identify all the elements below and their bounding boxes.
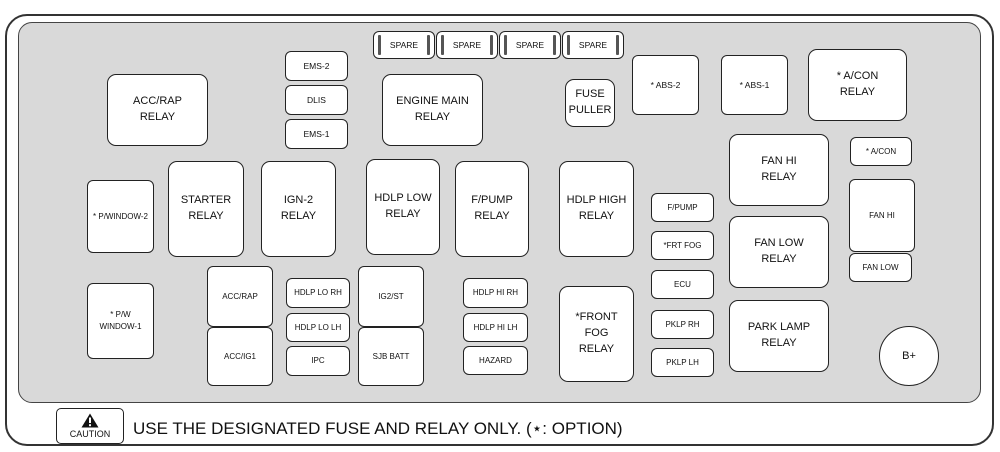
ign-2-relay: IGN-2 RELAY [261, 161, 336, 257]
usage-note: USE THE DESIGNATED FUSE AND RELAY ONLY. … [133, 419, 623, 438]
acc-rap-fuse-label: ACC/RAP [222, 291, 258, 301]
spare-3-label: SPARE [515, 39, 545, 50]
abs-1-label: * ABS-1 [739, 79, 770, 90]
hdlp-hi-lh-label: HDLP HI LH [473, 322, 518, 332]
fan-low-fuse-label: FAN LOW [862, 262, 899, 272]
hdlp-low-relay: HDLP LOW RELAY [366, 159, 440, 255]
dlis-label: DLIS [307, 94, 326, 105]
ig2-st-label: IG2/ST [378, 291, 404, 301]
abs-2: * ABS-2 [632, 55, 699, 115]
ipc-label: IPC [311, 356, 325, 366]
hdlp-lo-lh-label: HDLP LO LH [294, 322, 342, 332]
engine-main-relay-label: ENGINE MAIN RELAY [396, 95, 469, 123]
spare-3: SPARE [499, 31, 561, 59]
f-pump-fuse: F/PUMP [651, 193, 714, 222]
warning-triangle-icon [81, 413, 99, 428]
a-con-relay: * A/CON RELAY [808, 49, 907, 121]
ems-1: EMS-1 [285, 119, 348, 149]
spare-2: SPARE [436, 31, 498, 59]
pklp-rh: PKLP RH [651, 310, 714, 339]
fan-low-fuse: FAN LOW [849, 253, 912, 282]
f-pump-relay-label: F/PUMP RELAY [471, 194, 513, 222]
abs-1: * ABS-1 [721, 55, 788, 115]
spare-1: SPARE [373, 31, 435, 59]
hdlp-lo-rh: HDLP LO RH [286, 278, 350, 308]
sjb-batt-label: SJB BATT [372, 351, 410, 361]
fan-hi-relay-label: FAN HI RELAY [761, 155, 797, 183]
ipc: IPC [286, 346, 350, 376]
hdlp-hi-rh: HDLP HI RH [463, 278, 528, 308]
b-plus-terminal: B+ [879, 326, 939, 386]
fan-hi-fuse: FAN HI [849, 179, 915, 252]
hdlp-lo-lh: HDLP LO LH [286, 313, 350, 342]
acc-rap-relay: ACC/RAP RELAY [107, 74, 208, 146]
front-fog-relay-label: *FRONT FOG RELAY [575, 311, 618, 355]
pklp-lh-label: PKLP LH [666, 357, 699, 367]
acc-ig1-label: ACC/IG1 [223, 351, 256, 361]
dlis: DLIS [285, 85, 348, 115]
sjb-batt: SJB BATT [358, 327, 424, 386]
p-w-window-1: * P/W WINDOW-1 [87, 283, 154, 359]
fuse-puller: FUSE PULLER [565, 79, 615, 127]
ig2-st: IG2/ST [358, 266, 424, 327]
ecu-fuse-label: ECU [674, 279, 691, 289]
hdlp-hi-rh-label: HDLP HI RH [472, 288, 519, 298]
caution-badge: CAUTION [56, 408, 124, 444]
acc-rap-fuse: ACC/RAP [207, 266, 273, 327]
f-pump-relay: F/PUMP RELAY [455, 161, 529, 257]
a-con-fuse-label: * A/CON [865, 146, 897, 156]
hazard-label: HAZARD [479, 355, 512, 365]
f-pump-fuse-label: F/PUMP [667, 202, 698, 212]
pklp-rh-label: PKLP RH [665, 319, 700, 329]
hdlp-hi-lh: HDLP HI LH [463, 313, 528, 342]
hdlp-lo-rh-label: HDLP LO RH [294, 288, 342, 298]
a-con-fuse: * A/CON [850, 137, 912, 166]
ems-1-label: EMS-1 [303, 128, 330, 139]
p-w-window-1-label: * P/W WINDOW-1 [99, 310, 142, 331]
ecu-fuse: ECU [651, 270, 714, 299]
fan-low-relay: FAN LOW RELAY [729, 216, 829, 288]
front-fog-relay: *FRONT FOG RELAY [559, 286, 634, 382]
frt-fog-fuse-label: *FRT FOG [663, 240, 702, 250]
ems-2-label: EMS-2 [303, 60, 330, 71]
park-lamp-relay: PARK LAMP RELAY [729, 300, 829, 372]
caution-label: CAUTION [69, 429, 111, 439]
abs-2-label: * ABS-2 [650, 79, 681, 90]
p-window-2-label: * P/WINDOW-2 [93, 211, 148, 221]
starter-relay: STARTER RELAY [168, 161, 244, 257]
starter-relay-label: STARTER RELAY [180, 194, 232, 222]
spare-2-label: SPARE [452, 39, 482, 50]
hdlp-low-relay-label: HDLP LOW RELAY [374, 192, 432, 220]
engine-main-relay: ENGINE MAIN RELAY [382, 74, 483, 146]
fan-low-relay-label: FAN LOW RELAY [754, 237, 804, 265]
spare-4: SPARE [562, 31, 624, 59]
fan-hi-fuse-label: FAN HI [869, 210, 895, 220]
p-window-2: * P/WINDOW-2 [87, 180, 154, 253]
frt-fog-fuse: *FRT FOG [651, 231, 714, 260]
a-con-relay-label: * A/CON RELAY [836, 70, 879, 98]
hdlp-high-relay-label: HDLP HIGH RELAY [566, 194, 627, 222]
fuse-puller-label: FUSE PULLER [568, 88, 612, 116]
b-plus-label: B+ [902, 350, 916, 362]
park-lamp-relay-label: PARK LAMP RELAY [747, 321, 811, 349]
spare-1-label: SPARE [389, 39, 419, 50]
ems-2: EMS-2 [285, 51, 348, 81]
ign-2-relay-label: IGN-2 RELAY [280, 194, 317, 222]
pklp-lh: PKLP LH [651, 348, 714, 377]
spare-4-label: SPARE [578, 39, 608, 50]
hazard: HAZARD [463, 346, 528, 375]
hdlp-high-relay: HDLP HIGH RELAY [559, 161, 634, 257]
acc-rap-relay-label: ACC/RAP RELAY [133, 95, 182, 123]
acc-ig1: ACC/IG1 [207, 327, 273, 386]
fan-hi-relay: FAN HI RELAY [729, 134, 829, 206]
